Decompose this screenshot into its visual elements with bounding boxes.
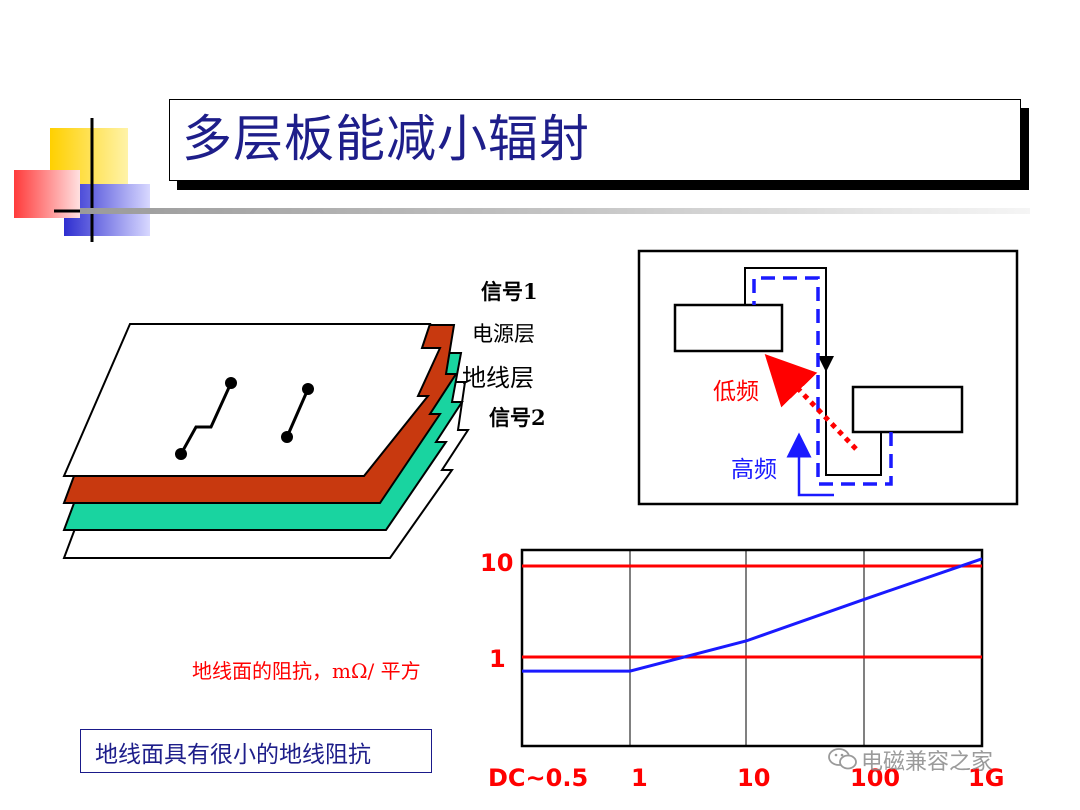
label-low-frequency: 低频 (713, 379, 759, 405)
x-tick-label: 1G (968, 764, 1005, 792)
page-title: 多层板能减小辐射 (182, 110, 590, 168)
label-ground-layer: 地线层 (462, 364, 534, 392)
label-power-layer: 电源层 (472, 322, 535, 346)
impedance-series-line (522, 557, 983, 673)
trace-2 (285, 388, 310, 438)
chart-plot-area (520, 548, 984, 748)
signal1-layer (62, 323, 442, 477)
component-1 (673, 303, 784, 353)
title-divider (80, 208, 1030, 214)
title-box (169, 99, 1021, 181)
wechat-icon (828, 748, 857, 770)
y-tick-label: 1 (489, 645, 506, 673)
x-tick-label: DC~0.5 (488, 764, 589, 792)
component-2 (851, 385, 964, 434)
label-signal2: 信号2 (489, 405, 546, 430)
low-freq-arrow (764, 353, 858, 451)
x-tick-label: 100 (850, 764, 901, 792)
note-text: 地线面具有很小的地线阻抗 (95, 742, 371, 768)
watermark: 电磁兼容之家 (861, 750, 994, 775)
high-freq-arrow (786, 432, 834, 497)
y-axis-label: 地线面的阻抗，mΩ/ 平方 (192, 659, 421, 683)
return-current-diagram (637, 249, 1019, 506)
label-signal1: 信号1 (481, 279, 538, 304)
label-high-frequency: 高频 (731, 457, 777, 483)
high-freq-return-path (752, 276, 893, 486)
pcb-layer-stack (62, 323, 470, 559)
x-tick-label: 1 (631, 764, 648, 792)
trace-1 (179, 382, 233, 455)
y-tick-label: 10 (480, 549, 514, 577)
signal-trace (744, 267, 834, 372)
x-tick-label: 10 (737, 764, 771, 792)
note-box (80, 729, 432, 773)
